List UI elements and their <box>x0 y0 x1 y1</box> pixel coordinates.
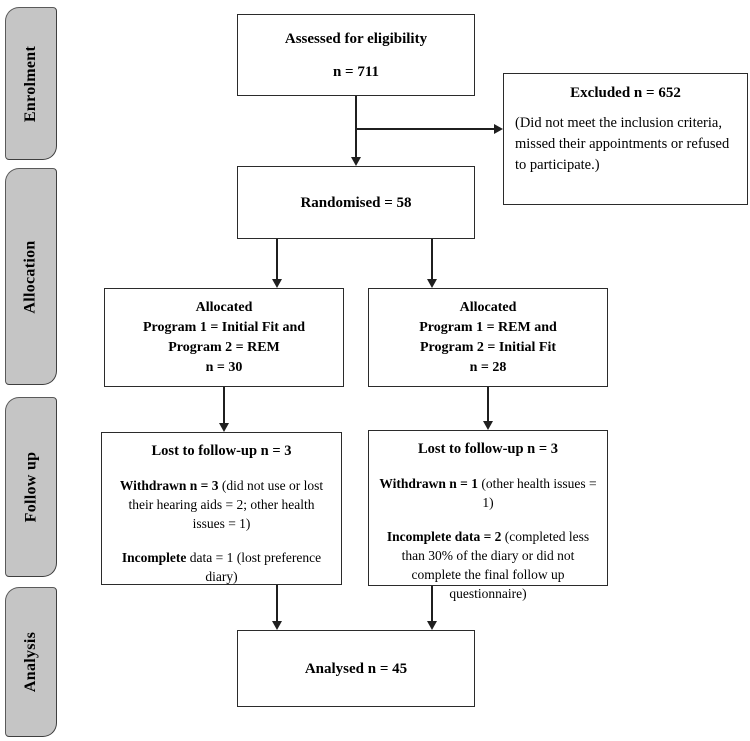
connector-randomised-to-alloc-right <box>431 239 433 279</box>
followup-right-title: Lost to follow-up n = 3 <box>418 441 558 457</box>
randomised-title: Randomised = 58 <box>300 194 412 211</box>
box-excluded: Excluded n = 652 (Did not meet the inclu… <box>503 73 748 205</box>
arrowhead-down-icon <box>483 421 493 430</box>
followup-left-title: Lost to follow-up n = 3 <box>151 443 292 459</box>
phase-tab-enrolment-label: Enrolment <box>22 45 39 122</box>
arrowhead-down-icon <box>427 279 437 288</box>
phase-tab-followup-label: Follow up <box>22 451 39 523</box>
followup-right-incomplete: Incomplete data = 2 (completed less than… <box>386 529 590 601</box>
assessed-n: n = 711 <box>332 63 380 80</box>
connector-randomised-to-alloc-left <box>276 239 278 279</box>
arrowhead-down-icon <box>351 157 361 166</box>
followup-left-incomplete: Incomplete data = 1 (lost preference dia… <box>121 550 322 584</box>
alloc-left-line: Allocated <box>195 299 253 315</box>
phase-tab-enrolment: Enrolment <box>5 7 57 160</box>
assessed-title: Assessed for eligibility <box>284 30 428 47</box>
box-allocated-right: Allocated Program 1 = REM and Program 2 … <box>368 288 608 387</box>
phase-tab-analysis: Analysis <box>5 587 57 737</box>
excluded-title: Excluded n = 652 <box>570 85 681 101</box>
phase-tab-followup: Follow up <box>5 397 57 577</box>
connector-followup-right-to-analysed <box>431 586 433 621</box>
arrowhead-down-icon <box>219 423 229 432</box>
alloc-right-line: n = 28 <box>469 359 507 375</box>
alloc-right-line: Program 2 = Initial Fit <box>419 339 557 355</box>
box-analysed: Analysed n = 45 <box>237 630 475 707</box>
analysed-title: Analysed n = 45 <box>304 660 408 677</box>
alloc-left-line: Program 1 = Initial Fit and <box>142 319 306 335</box>
box-randomised: Randomised = 58 <box>237 166 475 239</box>
alloc-right-line: Allocated <box>459 299 517 315</box>
phase-tab-allocation: Allocation <box>5 168 57 385</box>
connector-assessed-to-randomised <box>355 96 357 157</box>
phase-tab-analysis-label: Analysis <box>22 631 40 693</box>
alloc-right-line: Program 1 = REM and <box>419 319 557 335</box>
box-allocated-left: Allocated Program 1 = Initial Fit and Pr… <box>104 288 344 387</box>
box-assessed-for-eligibility: Assessed for eligibility n = 711 <box>237 14 475 96</box>
connector-alloc-left-to-followup-left <box>223 387 225 423</box>
box-followup-right: Lost to follow-up n = 3 Withdrawn n = 1 … <box>368 430 608 601</box>
alloc-left-line: n = 30 <box>205 359 243 375</box>
arrowhead-down-icon <box>272 621 282 630</box>
connector-followup-left-to-analysed <box>276 585 278 621</box>
arrowhead-down-icon <box>427 621 437 630</box>
arrowhead-right-icon <box>494 124 503 134</box>
phase-tab-allocation-label: Allocation <box>22 239 39 314</box>
alloc-left-line: Program 2 = REM <box>168 339 280 355</box>
excluded-body: (Did not meet the inclusion criteria, mi… <box>515 115 730 173</box>
connector-to-excluded <box>356 128 494 130</box>
followup-left-withdrawn: Withdrawn n = 3 (did not use or lost the… <box>119 478 324 531</box>
followup-right-withdrawn: Withdrawn n = 1 (other health issues = 1… <box>379 476 597 510</box>
box-followup-left: Lost to follow-up n = 3 Withdrawn n = 3 … <box>101 432 342 585</box>
connector-alloc-right-to-followup-right <box>487 387 489 421</box>
arrowhead-down-icon <box>272 279 282 288</box>
